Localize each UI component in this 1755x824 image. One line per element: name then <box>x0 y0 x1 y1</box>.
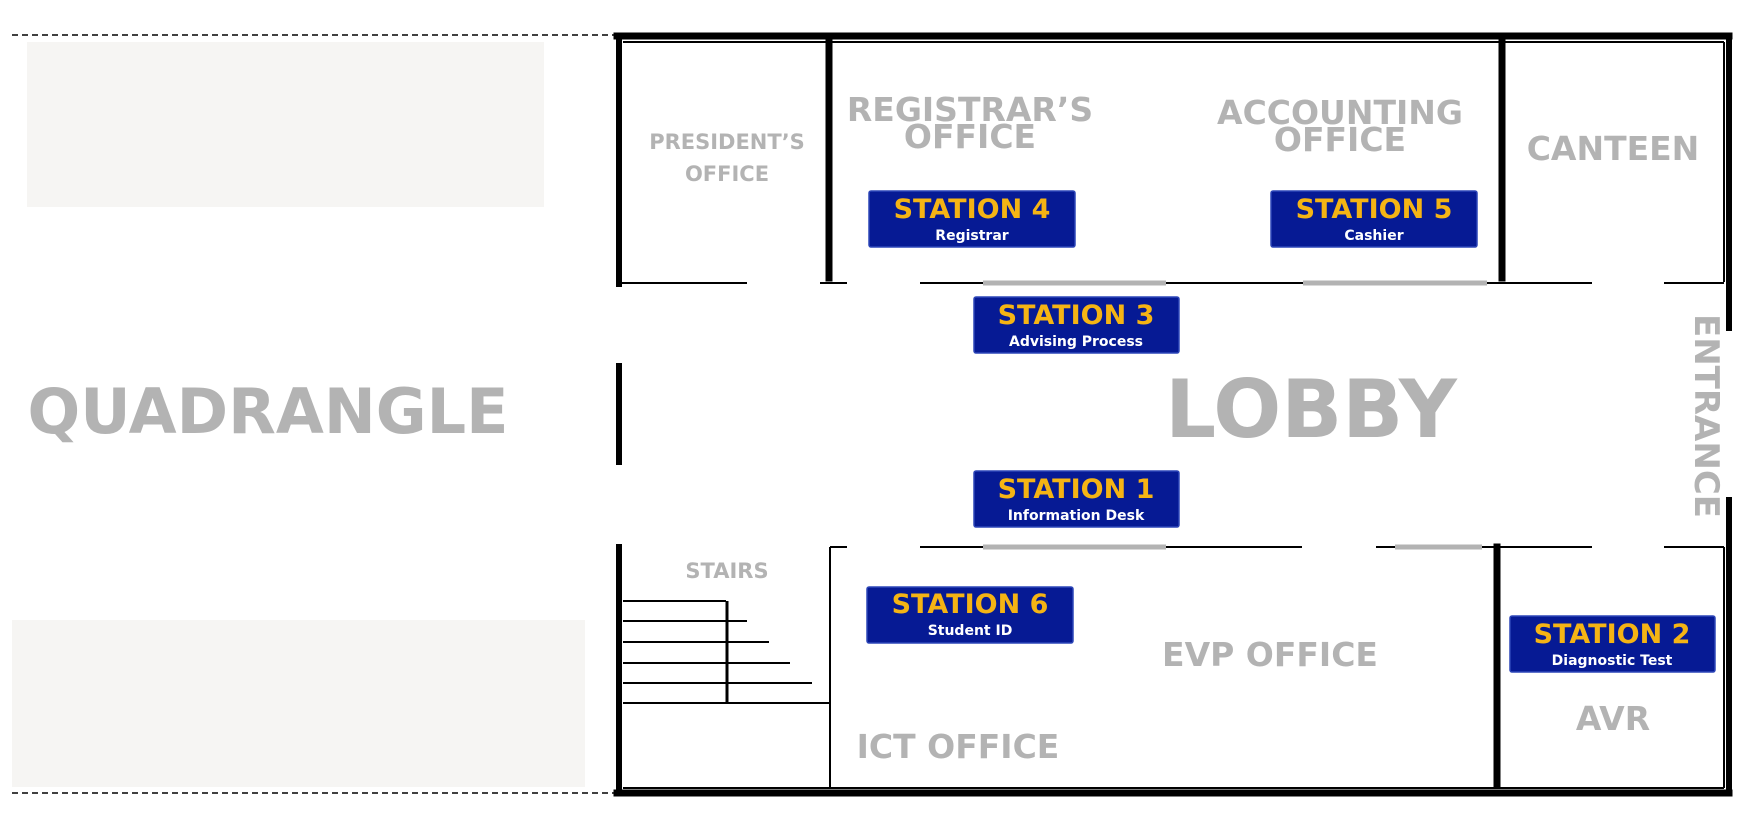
station-1-sign: STATION 1 Information Desk <box>973 470 1180 528</box>
station-6-subtitle: Student ID <box>928 623 1013 639</box>
doors <box>983 280 1487 550</box>
station-6-sign: STATION 6 Student ID <box>866 586 1074 644</box>
label-stairs: STAIRS <box>685 559 768 583</box>
label-quadrangle: QUADRANGLE <box>28 375 509 448</box>
station-3-sign: STATION 3 Advising Process <box>973 296 1180 354</box>
label-lobby: LOBBY <box>1165 363 1458 456</box>
station-4-title: STATION 4 <box>894 194 1051 225</box>
station-2-sign: STATION 2 Diagnostic Test <box>1509 615 1716 673</box>
placeholder-block-bottom <box>12 620 585 787</box>
label-registrars-office-1: REGISTRAR’S <box>847 90 1093 129</box>
station-4-sign: STATION 4 Registrar <box>868 190 1076 248</box>
label-accounting-office-2: OFFICE <box>1274 120 1406 159</box>
station-6-title: STATION 6 <box>892 589 1049 620</box>
station-2-title: STATION 2 <box>1534 619 1691 650</box>
station-4-subtitle: Registrar <box>935 228 1008 244</box>
station-1-subtitle: Information Desk <box>1008 508 1145 524</box>
station-1-title: STATION 1 <box>998 474 1155 505</box>
label-accounting-office-1: ACCOUNTING <box>1217 93 1463 132</box>
stairs-drawing <box>623 600 830 704</box>
station-3-title: STATION 3 <box>998 300 1155 331</box>
station-2-subtitle: Diagnostic Test <box>1552 653 1673 669</box>
label-presidents-office-1: PRESIDENT’S <box>649 130 805 154</box>
label-presidents-office-2: OFFICE <box>685 162 769 186</box>
quadrangle-boundary <box>12 34 617 794</box>
label-evp-office: EVP OFFICE <box>1162 635 1378 674</box>
label-ict-office: ICT OFFICE <box>857 727 1060 766</box>
label-avr: AVR <box>1576 699 1650 738</box>
station-5-sign: STATION 5 Cashier <box>1270 190 1478 248</box>
label-registrars-office-2: OFFICE <box>904 117 1036 156</box>
walls-thick <box>613 32 1733 797</box>
station-5-subtitle: Cashier <box>1344 228 1403 244</box>
station-3-subtitle: Advising Process <box>1009 334 1143 350</box>
label-canteen: CANTEEN <box>1527 129 1700 168</box>
placeholder-block-top <box>27 42 544 207</box>
label-entrance: ENTRANCE <box>1686 314 1726 518</box>
station-5-title: STATION 5 <box>1296 194 1453 225</box>
